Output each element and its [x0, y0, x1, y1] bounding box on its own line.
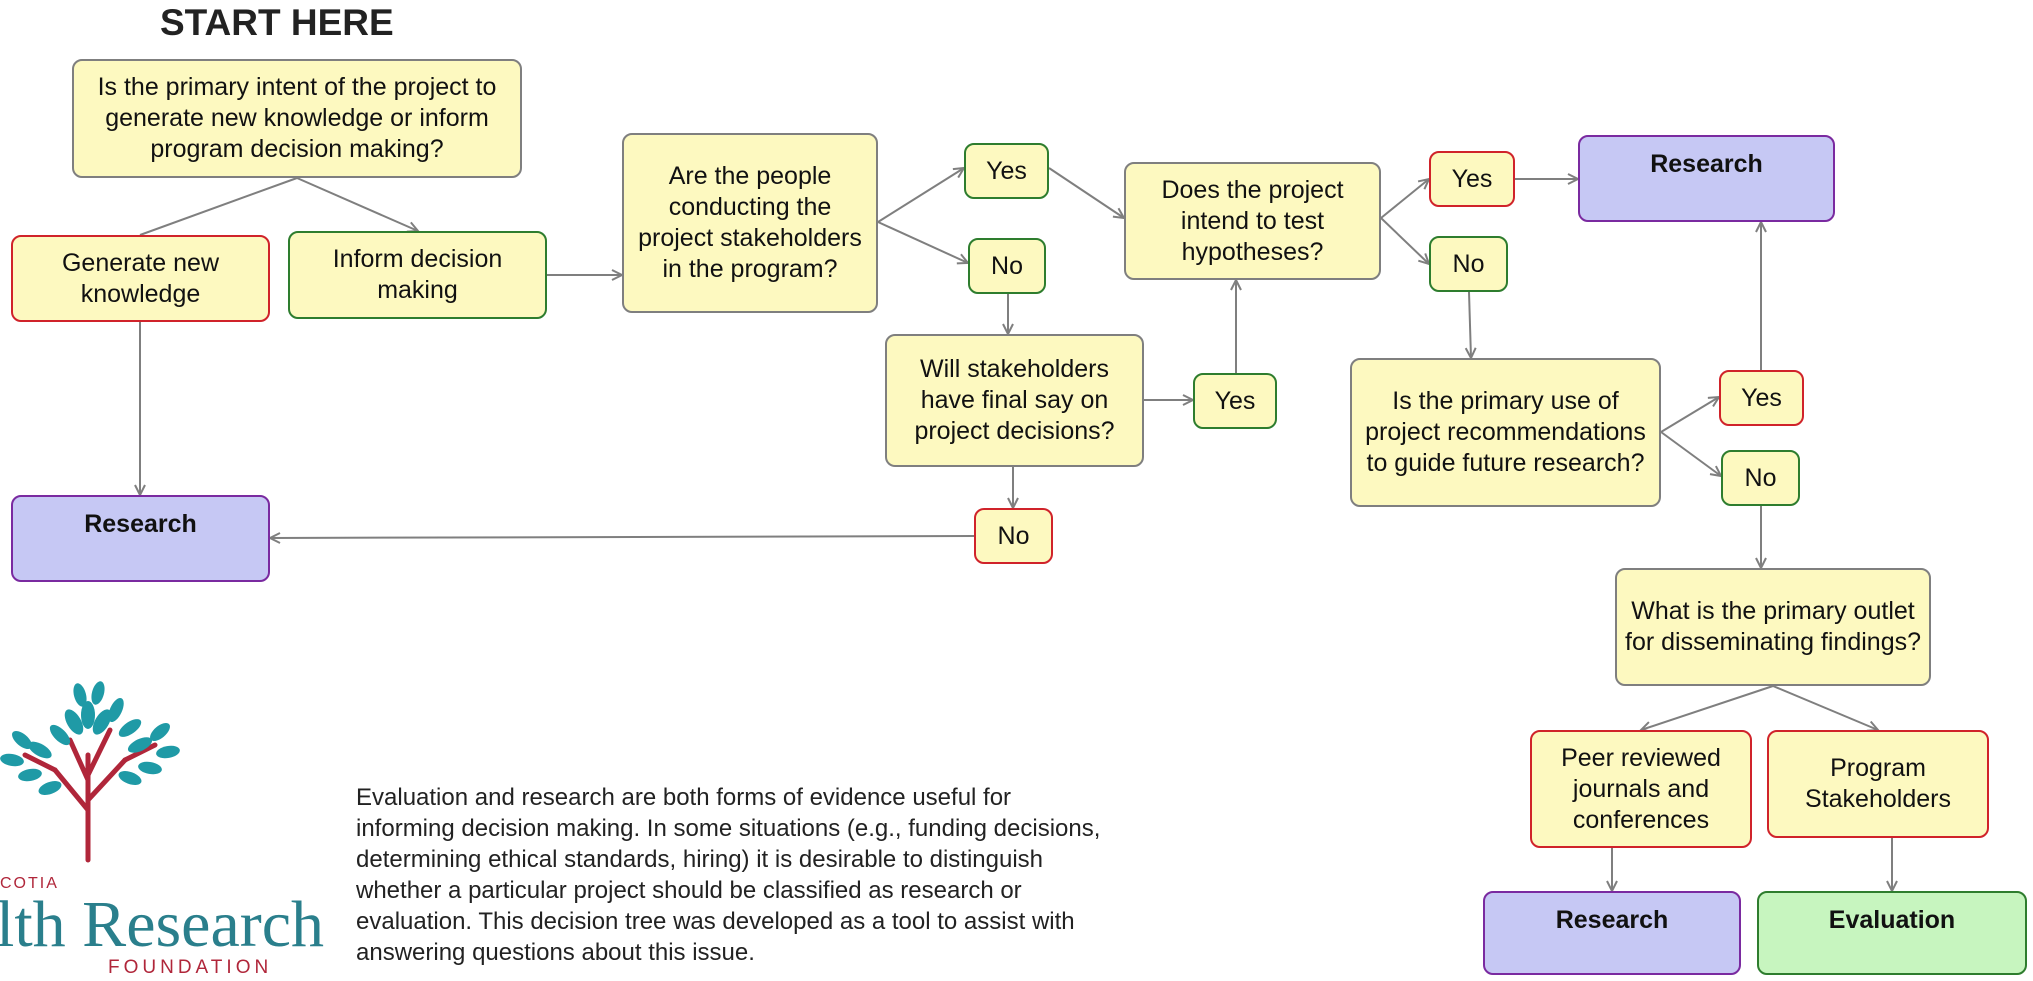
node-peer-reviewed: Peer reviewed journals and conferences — [1530, 730, 1752, 848]
description-caption: Evaluation and research are both forms o… — [356, 784, 1101, 966]
node-q-recommendations: Is the primary use of project recommenda… — [1350, 358, 1661, 507]
arrow-yes1-to-hypotheses — [1048, 167, 1126, 220]
arrow-hypotheses-to-yes3 — [1380, 177, 1431, 219]
node-research-left: Research — [11, 495, 270, 582]
node-generate-new-knowledge: Generate new knowledge — [11, 235, 270, 322]
node-evaluation: Evaluation — [1757, 891, 2027, 975]
node-no-4: No — [1721, 450, 1800, 506]
node-yes-2: Yes — [1193, 373, 1277, 429]
node-q-outlet: What is the primary outlet for dissemina… — [1615, 568, 1931, 686]
node-inform-decision-making: Inform decision making — [288, 231, 547, 319]
arrow-stakeholders-to-yes1 — [877, 166, 966, 223]
node-q-intent: Is the primary intent of the project to … — [72, 59, 522, 178]
node-no-2: No — [974, 508, 1053, 564]
node-q-final-say: Will stakeholders have final say on proj… — [885, 334, 1144, 467]
arrow-intent-to-generate — [139, 177, 298, 236]
node-no-3: No — [1429, 236, 1508, 292]
logo-text-top: COTIA — [0, 875, 59, 892]
node-yes-3: Yes — [1429, 151, 1515, 207]
node-no-1: No — [968, 238, 1046, 294]
node-program-stakeholders: Program Stakeholders — [1767, 730, 1989, 838]
logo-text-main: lth Research — [0, 888, 324, 961]
arrow-hypotheses-to-no3 — [1380, 217, 1431, 266]
arrow-stakeholders-to-no1 — [877, 221, 971, 265]
node-q-stakeholders-conducting: Are the people conducting the project st… — [622, 133, 878, 313]
arrow-recommendations-to-yes4 — [1660, 395, 1721, 433]
node-yes-4: Yes — [1719, 370, 1804, 426]
node-research-bottom: Research — [1483, 891, 1741, 975]
arrow-no3-to-recommendations — [1464, 291, 1477, 361]
node-yes-1: Yes — [964, 143, 1049, 199]
arrow-outlet-to-program — [1772, 685, 1881, 732]
arrow-outlet-to-peer — [1638, 685, 1774, 733]
start-here-title: START HERE — [160, 2, 394, 43]
node-q-hypotheses: Does the project intend to test hypothes… — [1124, 162, 1381, 280]
logo-text-bottom: FOUNDATION — [108, 957, 272, 976]
foundation-logo: COTIA lth Research FOUNDATION — [0, 660, 340, 978]
arrow-recommendations-to-no4 — [1660, 431, 1723, 478]
arrow-no2-to-research-left — [267, 532, 975, 544]
node-research-top: Research — [1578, 135, 1835, 222]
arrow-intent-to-inform — [296, 177, 421, 233]
tree-icon: COTIA lth Research FOUNDATION — [0, 681, 324, 978]
